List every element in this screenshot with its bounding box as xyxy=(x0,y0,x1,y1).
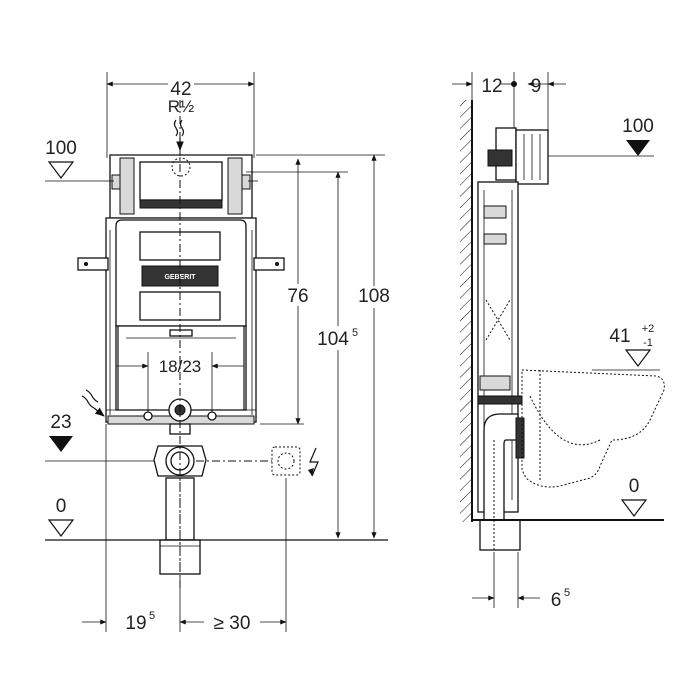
level-triangle-icon xyxy=(624,349,652,367)
dim-19-sup: 5 xyxy=(149,610,155,622)
height-76-text: 76 xyxy=(287,286,308,307)
thread-label: R½ xyxy=(168,97,194,116)
level-100-marker-side: 100 xyxy=(548,116,654,157)
level-0-label: 0 xyxy=(56,496,67,517)
bowl-height-plus: +2 xyxy=(642,323,655,335)
bowl-height-label: 41 xyxy=(609,326,630,347)
dim-6-label: 6 xyxy=(551,590,562,611)
drain-wavy-icon xyxy=(81,389,105,417)
dimension-bottom: 19 5 ≥ 30 xyxy=(82,424,287,634)
level-100-marker: 100 xyxy=(45,138,104,182)
dimension-6-5: 6 5 xyxy=(472,552,570,611)
depth-9-label: 9 xyxy=(531,76,542,97)
wall-hatch xyxy=(460,100,472,522)
level-triangle-icon xyxy=(47,519,75,537)
side-frame xyxy=(477,127,549,551)
side-level-100-label: 100 xyxy=(622,116,654,137)
level-0-marker: 0 xyxy=(45,496,388,541)
dim-6-sup: 5 xyxy=(564,587,570,599)
height-104-sup: 5 xyxy=(352,327,358,339)
level-100-label: 100 xyxy=(45,138,77,159)
drain-pipe xyxy=(153,423,207,575)
level-23-label: 23 xyxy=(50,412,71,433)
electrical-outlet xyxy=(271,446,319,477)
bowl-height-marker: 41 +2 -1 xyxy=(592,323,660,371)
front-view: 42 R½ 100 xyxy=(45,72,394,634)
level-triangle-icon xyxy=(626,140,650,156)
dim-19-label: 19 xyxy=(125,613,146,634)
level-triangle-icon xyxy=(47,161,75,179)
dim-ge30-label: ≥ 30 xyxy=(214,613,251,634)
range-18-23-label: 18/23 xyxy=(159,357,202,376)
level-23-marker: 23 xyxy=(45,412,160,462)
side-level-0-marker: 0 xyxy=(472,476,664,521)
depth-12-label: 12 xyxy=(481,76,502,97)
dimension-18-23: 18/23 xyxy=(116,352,244,420)
side-level-0-label: 0 xyxy=(629,476,640,497)
water-supply-wavy-icon xyxy=(173,119,185,151)
side-view: 12 9 100 xyxy=(452,72,665,611)
lightning-icon xyxy=(309,447,319,477)
level-triangle-icon xyxy=(620,499,648,517)
height-104-label: 104 xyxy=(317,329,349,350)
dimension-depth: 12 9 xyxy=(452,72,566,130)
toilet-bowl-outline xyxy=(521,369,665,488)
level-triangle-icon xyxy=(49,436,73,452)
frame: GEBERIT xyxy=(77,154,285,425)
dim-42-label-front: 42 xyxy=(170,79,191,100)
bowl-height-minus: -1 xyxy=(643,337,653,349)
height-108-label: 108 xyxy=(358,286,390,307)
